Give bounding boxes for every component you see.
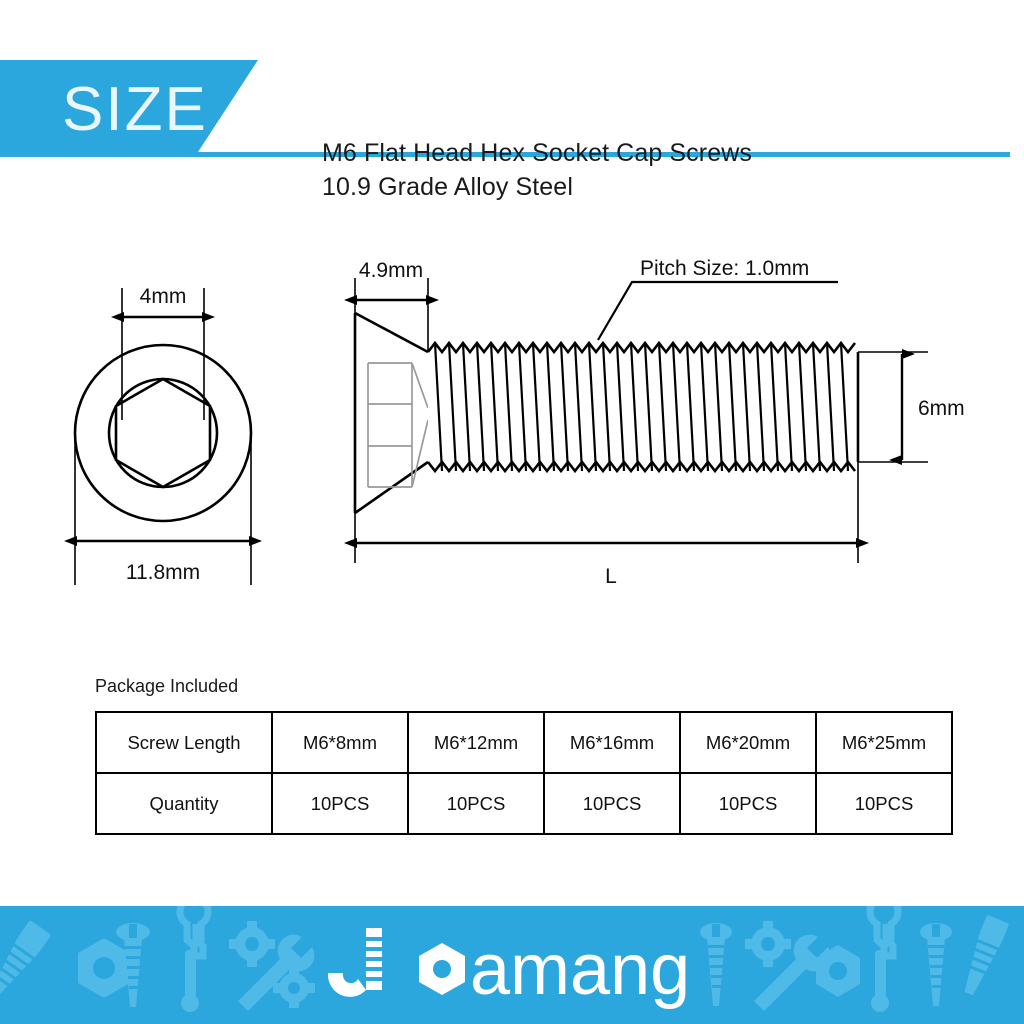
dimension-socket-width — [111, 288, 215, 420]
product-title: M6 Flat Head Hex Socket Cap Screws 10.9 … — [322, 136, 752, 204]
package-included-title: Package Included — [95, 676, 239, 696]
vertical-screw-icon-far-right — [920, 923, 952, 1006]
label-head-diameter: 11.8mm — [126, 561, 200, 584]
vertical-screw-icon-right — [700, 923, 732, 1006]
table-cell: M6*20mm — [679, 711, 817, 774]
table-cell: M6*12mm — [407, 711, 545, 774]
gear-wrench-icon — [229, 921, 315, 1011]
table-row: Quantity 10PCS 10PCS 10PCS 10PCS 10PCS — [95, 772, 953, 835]
hex-nut-icon — [78, 938, 130, 998]
row-header-screw-length: Screw Length — [95, 711, 273, 774]
header-banner: SIZE M6 Flat Head Hex Socket Cap Screws … — [0, 60, 1024, 201]
brand-footer: amang — [0, 906, 1024, 1024]
label-socket-width: 4mm — [140, 285, 187, 308]
table-cell: 10PCS — [407, 772, 545, 835]
product-title-line1: M6 Flat Head Hex Socket Cap Screws — [322, 139, 752, 167]
wrench-icon-right — [866, 906, 902, 1012]
threaded-shaft — [426, 340, 860, 474]
dimension-head-height — [344, 278, 439, 352]
internal-hex-socket — [367, 362, 429, 488]
tool-pattern-background — [0, 906, 1009, 1012]
size-badge: SIZE — [62, 75, 208, 144]
dimension-overall-length — [344, 462, 869, 563]
wrench-icon — [176, 906, 212, 1012]
vertical-screw-icon — [116, 923, 150, 1007]
table-row: Screw Length M6*8mm M6*12mm M6*16mm M6*2… — [95, 711, 953, 774]
dimension-head-diameter — [64, 433, 262, 585]
diagonal-screw-icon-right — [964, 915, 1009, 996]
header-banner-shape — [0, 60, 1010, 157]
brand-logo: amang — [328, 928, 690, 1010]
brand-text: amang — [470, 930, 690, 1010]
table-cell: 10PCS — [271, 772, 409, 835]
dimension-thread-diameter — [858, 349, 928, 465]
label-thread-diameter: 6mm — [918, 397, 965, 420]
table-cell: 10PCS — [543, 772, 681, 835]
hex-nut-icon-right — [816, 945, 860, 997]
logo-j-screw-icon — [328, 928, 383, 997]
table-cell: 10PCS — [679, 772, 817, 835]
logo-o-hexnut-icon — [419, 943, 465, 995]
package-table: Screw Length M6*8mm M6*12mm M6*16mm M6*2… — [95, 711, 953, 835]
table-cell: M6*25mm — [815, 711, 953, 774]
diagonal-screw-icon — [0, 920, 51, 999]
label-head-height: 4.9mm — [359, 259, 423, 282]
table-cell: M6*16mm — [543, 711, 681, 774]
gear-wrench-icon-right — [745, 921, 831, 1011]
table-cell: 10PCS — [815, 772, 953, 835]
row-header-quantity: Quantity — [95, 772, 273, 835]
label-overall-length: L — [605, 565, 617, 588]
label-pitch-size: Pitch Size: 1.0mm — [640, 257, 809, 280]
screw-head-side-view — [353, 311, 429, 515]
table-cell: M6*8mm — [271, 711, 409, 774]
svg-text:SIZE: SIZE — [62, 75, 208, 144]
screw-head-top-view — [73, 343, 253, 523]
pitch-leader-line — [597, 280, 838, 341]
product-title-line2: 10.9 Grade Alloy Steel — [322, 173, 573, 201]
